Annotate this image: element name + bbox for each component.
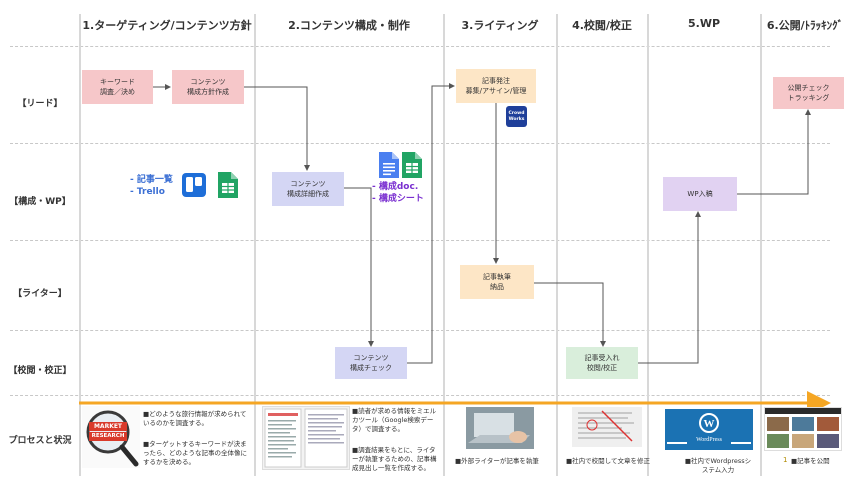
box-line: 記事発注 bbox=[482, 77, 510, 85]
trello-icon bbox=[182, 173, 206, 197]
box-line: 記事受入れ bbox=[584, 354, 620, 362]
process-description: ■読者が求める情報をミエルカツール（Google検索データ）で調査する。 bbox=[352, 407, 437, 433]
lead-tools-note: - 記事一覧 - Trello bbox=[130, 174, 173, 198]
proofreading-photo bbox=[572, 407, 642, 447]
published-article-screenshot bbox=[764, 407, 842, 451]
box-article-receive: 記事受入れ 校閲/校正 bbox=[566, 347, 638, 379]
grid-line bbox=[760, 14, 762, 476]
column-header-targeting: 1.ターゲティング/コンテンツ方針 bbox=[82, 19, 252, 32]
box-keyword-research: キーワード 調査／決め bbox=[82, 70, 153, 104]
lane-label-lead: 【リード】 bbox=[17, 99, 63, 109]
process-description: ■社内でWordpressシステム入力 bbox=[684, 457, 752, 474]
box-line: 校閲/校正 bbox=[586, 364, 618, 372]
note-line: - 構成doc. bbox=[372, 182, 419, 192]
wordpress-label: WordPress bbox=[696, 437, 722, 443]
lane-label-writer: 【ライター】 bbox=[13, 289, 67, 299]
process-description: ■ターゲットするキーワードが決まったら、どのような記事の全体像にするかを決める。 bbox=[143, 440, 247, 466]
box-publish-check: 公開チェック トラッキング bbox=[773, 77, 844, 109]
publish-marker: 1 bbox=[783, 456, 788, 464]
process-description: ■どのような旅行情報が求められているのかを調査する。 bbox=[143, 410, 247, 427]
box-line: 構成チェック bbox=[350, 364, 392, 372]
column-header-publish: 6.公開/ﾄﾗｯｷﾝｸﾞ bbox=[766, 19, 844, 32]
lane-label-structure: 【構成・WP】 bbox=[9, 197, 71, 207]
box-line: コンテンツ bbox=[290, 180, 326, 188]
crowdworks-text: Works bbox=[508, 116, 525, 122]
box-line: 募集/アサイン/管理 bbox=[465, 87, 527, 95]
arrow-write-to-receive bbox=[534, 282, 606, 347]
process-description: ■外部ライターが記事を執筆 bbox=[455, 457, 539, 465]
sheets-icon bbox=[402, 152, 422, 178]
box-line: 公開チェック bbox=[787, 84, 830, 92]
wordpress-logo: W WordPress bbox=[665, 409, 753, 450]
structure-tools-note: - 構成doc. - 構成シート bbox=[372, 181, 424, 205]
box-wp-entry: WP入稿 bbox=[663, 177, 737, 211]
box-article-order: 記事発注 募集/アサイン/管理 bbox=[456, 69, 536, 103]
grid-line bbox=[443, 14, 445, 476]
note-line: - 構成シート bbox=[372, 194, 424, 204]
market-research-label: RESEARCH bbox=[91, 433, 125, 439]
note-line: - 記事一覧 bbox=[130, 175, 173, 185]
grid-line bbox=[254, 14, 256, 476]
box-line: コンテンツ bbox=[190, 78, 226, 86]
note-line: - Trello bbox=[130, 187, 165, 197]
lane-label-proofreading: 【校閲・校正】 bbox=[8, 366, 72, 376]
svg-text:W: W bbox=[704, 418, 715, 430]
arrow-wp-to-publish bbox=[737, 109, 811, 195]
box-line: WP入稿 bbox=[687, 190, 713, 198]
box-content-detail: コンテンツ 構成詳細作成 bbox=[272, 172, 344, 206]
box-line: トラッキング bbox=[787, 94, 830, 102]
column-header-wp: 5.WP bbox=[687, 17, 721, 30]
process-description: ■社内で校閲して文章を修正 bbox=[566, 457, 650, 465]
box-line: キーワード bbox=[100, 78, 135, 86]
column-header-writing: 3.ライティング bbox=[461, 19, 539, 32]
process-description: ■調査結果をもとに、ライターが執筆するための、記事構成見出し一覧を作成する。 bbox=[352, 446, 437, 472]
arrow-check-to-order bbox=[407, 83, 455, 364]
grid-line bbox=[556, 14, 558, 476]
docs-icon bbox=[379, 152, 399, 178]
crowdworks-icon: Crowd Works bbox=[506, 106, 527, 127]
column-header-proofreading: 4.校閲/校正 bbox=[572, 19, 632, 32]
crowdworks-text: Crowd bbox=[508, 110, 525, 116]
box-line: 納品 bbox=[490, 283, 504, 291]
grid-line bbox=[647, 14, 649, 476]
box-line: 調査／決め bbox=[100, 88, 135, 96]
box-line: コンテンツ bbox=[353, 354, 389, 362]
document-screenshot bbox=[262, 406, 350, 470]
grid-line bbox=[10, 395, 830, 396]
market-research-label: MARKET bbox=[93, 423, 123, 430]
box-line: 構成詳細作成 bbox=[287, 190, 329, 198]
box-content-policy: コンテンツ 構成方針作成 bbox=[172, 70, 244, 104]
lane-label-process: プロセスと状況 bbox=[8, 436, 72, 446]
box-article-writing: 記事執筆 納品 bbox=[460, 265, 534, 299]
grid-line bbox=[10, 330, 830, 331]
grid-line bbox=[10, 46, 830, 47]
arrow-detail-to-check bbox=[344, 187, 374, 347]
box-line: 記事執筆 bbox=[483, 273, 511, 281]
column-header-content: 2.コンテンツ構成・制作 bbox=[288, 19, 410, 32]
grid-line bbox=[10, 240, 830, 241]
box-line: 構成方針作成 bbox=[187, 88, 229, 96]
market-research-image: MARKET RESEARCH bbox=[82, 406, 140, 468]
grid-line bbox=[10, 143, 830, 144]
sheets-icon bbox=[218, 172, 238, 198]
box-content-check: コンテンツ 構成チェック bbox=[335, 347, 407, 379]
grid-line bbox=[79, 14, 81, 476]
laptop-photo bbox=[466, 407, 534, 449]
process-description: ■記事を公開 bbox=[791, 457, 830, 465]
